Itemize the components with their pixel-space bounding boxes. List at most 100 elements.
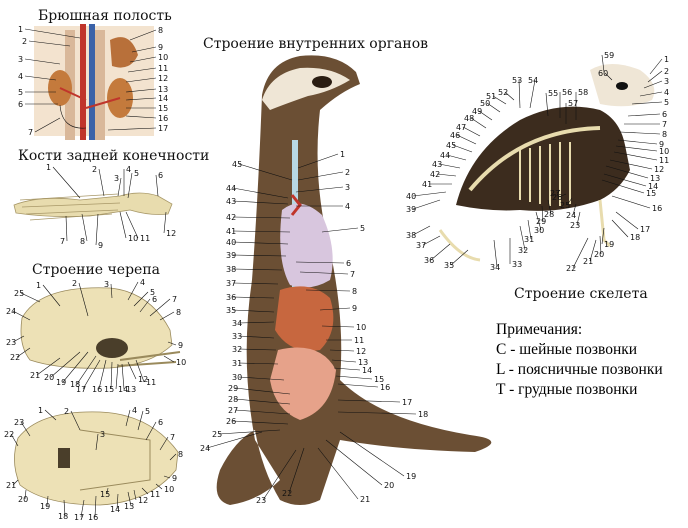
skeleton-leader-4: [639, 91, 663, 97]
skeleton-label-13: 13: [650, 174, 660, 183]
skull_side-label-9: 9: [178, 341, 183, 350]
abdominal-label-10: 10: [158, 53, 168, 62]
skull_bottom-leader-21: [12, 479, 19, 486]
aorta-shape: [80, 24, 86, 140]
skeleton-leader-42: [436, 173, 457, 177]
skull_bottom-label-18: 18: [58, 512, 68, 521]
organs-label-44: 44: [226, 184, 236, 193]
ribs-shape: [519, 142, 571, 206]
skull_bottom-leader-4: [125, 409, 131, 427]
skeleton-leader-40: [412, 191, 447, 197]
skull_bottom-leader-6: [145, 421, 157, 441]
skeleton-leader-19: [601, 227, 605, 245]
skull_bottom-leader-17: [80, 499, 85, 518]
organs-leader-33: [238, 335, 275, 339]
skeleton-label-58: 58: [578, 88, 588, 97]
skull_side-leader-12: [127, 361, 137, 380]
lung-shape: [280, 203, 333, 288]
organs-leader-2: [297, 171, 344, 181]
hind_limb-leader-6: [155, 174, 159, 197]
skull_side-leader-25: [20, 292, 41, 303]
skeleton-label-32: 32: [518, 246, 528, 255]
skeleton-leader-23: [576, 211, 581, 226]
skeleton-leader-5: [631, 101, 663, 105]
vena-cava-shape: [89, 24, 95, 140]
organs-leader-25: [218, 429, 281, 435]
organs-leader-26: [232, 420, 289, 425]
skeleton-label-37: 37: [416, 241, 426, 250]
abdominal-label-17: 17: [158, 124, 168, 133]
skeleton-leader-52: [504, 91, 515, 101]
organs-label-38: 38: [226, 265, 236, 274]
organs-label-32: 32: [232, 345, 242, 354]
skeleton-label-20: 20: [594, 250, 604, 259]
skeleton-leader-46: [456, 134, 477, 145]
skull_bottom-label-23: 23: [14, 418, 24, 427]
skeleton-leader-24: [572, 203, 577, 216]
skeleton-label-31: 31: [524, 235, 534, 244]
skull_bottom-leader-23: [20, 421, 31, 437]
organs-leader-9: [319, 307, 351, 311]
organs-label-30: 30: [232, 373, 242, 382]
hind_limb-label-3: 3: [114, 174, 119, 183]
abdominal-label-2: 2: [22, 37, 27, 46]
skeleton-label-33: 33: [512, 260, 522, 269]
skeleton-leader-11: [613, 151, 658, 161]
skull_side-leader-8: [159, 311, 175, 321]
hind_limb-leader-2: [98, 168, 105, 197]
abdominal-label-3: 3: [18, 55, 23, 64]
skull_bottom-label-12: 12: [138, 496, 148, 505]
skull_bottom-leader-13: [127, 491, 132, 507]
skull_side-label-25: 25: [14, 289, 24, 298]
organs-label-7: 7: [350, 270, 355, 279]
organs-label-13: 13: [358, 358, 368, 367]
organs-leader-32: [238, 348, 277, 351]
skull_bottom-label-13: 13: [124, 502, 134, 511]
skull_side-label-13: 13: [126, 385, 136, 394]
abdominal-leader-4: [24, 75, 57, 81]
skull_side-label-10: 10: [176, 358, 186, 367]
organs-label-11: 11: [354, 336, 364, 345]
skull_bottom-label-8: 8: [178, 450, 183, 459]
skeleton-label-16: 16: [652, 204, 662, 213]
organs-label-16: 16: [380, 383, 390, 392]
organs-label-5: 5: [360, 224, 365, 233]
organs-leader-7: [299, 271, 349, 275]
organs-label-34: 34: [232, 319, 242, 328]
abdominal-leader-17: [107, 127, 157, 131]
organs-leader-15: [335, 375, 373, 380]
skeleton-label-1: 1: [664, 55, 669, 64]
hind_limb-leader-1: [52, 166, 81, 199]
skeleton-label-12: 12: [654, 165, 664, 174]
skeleton-leader-48: [470, 117, 487, 129]
skull_bottom-leader-11: [141, 487, 149, 495]
skeleton-labels: 1234567891011121314151617181920212223242…: [406, 51, 669, 273]
organs-leader-31: [238, 362, 279, 365]
skull_bottom-label-4: 4: [132, 406, 137, 415]
skeleton-leader-10: [615, 145, 658, 152]
adrenal-shape: [110, 37, 138, 68]
skeleton-leader-17: [615, 211, 639, 230]
organs-label-35: 35: [226, 306, 236, 315]
skeleton-label-21: 21: [583, 257, 593, 266]
hind_limb-leader-9: [95, 213, 99, 246]
organs-leader-16: [337, 383, 379, 388]
skull-panel-title: Строение черепа: [32, 262, 160, 278]
organs-label-25: 25: [212, 430, 222, 439]
skull_side-leader-14: [115, 363, 119, 390]
organs-leader-41: [232, 230, 291, 233]
organs-label-20: 20: [384, 481, 394, 490]
organs-leader-5: [321, 227, 359, 233]
skeleton-label-3: 3: [664, 77, 669, 86]
skull_bottom-label-21: 21: [6, 481, 16, 490]
skull_side-leader-24: [12, 310, 31, 321]
skull_side-label-16: 16: [92, 385, 102, 394]
skeleton-label-18: 18: [630, 233, 640, 242]
skeleton-leader-27: [556, 189, 561, 194]
skull_side-leader-10: [163, 355, 175, 363]
abdominal-leader-1: [24, 28, 81, 39]
abdominal-panel-title: Брюшная полость: [38, 8, 172, 24]
skeleton-label-52: 52: [498, 88, 508, 97]
